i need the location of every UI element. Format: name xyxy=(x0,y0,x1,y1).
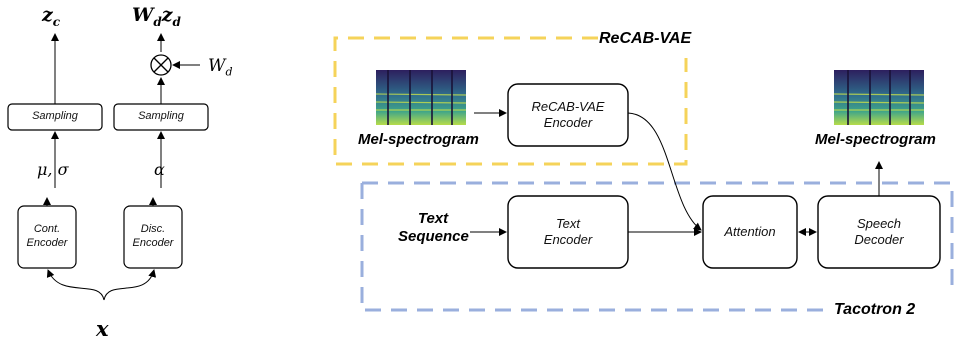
tacotron-region xyxy=(360,181,954,312)
attention-box xyxy=(702,195,798,269)
w-d-input-label: Wd xyxy=(208,56,233,79)
wd-zd-label: Wdzd xyxy=(132,4,181,29)
speech-decoder-label: Speech Decoder xyxy=(854,215,904,247)
text-sequence-label: Text Sequence xyxy=(398,210,469,245)
mel-spectrogram-input-label: Mel-spectrogram xyxy=(358,131,479,148)
multiply-icon xyxy=(150,54,172,76)
x-input-label: x xyxy=(96,316,109,341)
alpha-label: α xyxy=(154,160,165,179)
cont-encoder-label: Cont. Encoder xyxy=(26,223,68,249)
attention-label: Attention xyxy=(724,223,776,239)
recab-encoder-label: ReCAB-VAE Encoder xyxy=(531,98,605,130)
sampling-right-label: Sampling xyxy=(138,110,184,123)
disc-encoder-label: Disc. Encoder xyxy=(132,223,174,249)
z-c-label: zc xyxy=(42,4,61,29)
tacotron-title: Tacotron 2 xyxy=(834,301,916,318)
mel-spectrogram-output-label: Mel-spectrogram xyxy=(815,131,936,148)
mel-spectrogram-input-image xyxy=(375,70,467,125)
mu-sigma-label: μ, σ xyxy=(37,160,69,179)
recab-vae-title: ReCAB-VAE xyxy=(599,30,692,47)
sampling-left-label: Sampling xyxy=(32,110,78,123)
text-encoder-label: Text Encoder xyxy=(543,215,593,247)
recab-encoder-box xyxy=(507,83,629,147)
mel-spectrogram-output-image xyxy=(833,70,925,125)
